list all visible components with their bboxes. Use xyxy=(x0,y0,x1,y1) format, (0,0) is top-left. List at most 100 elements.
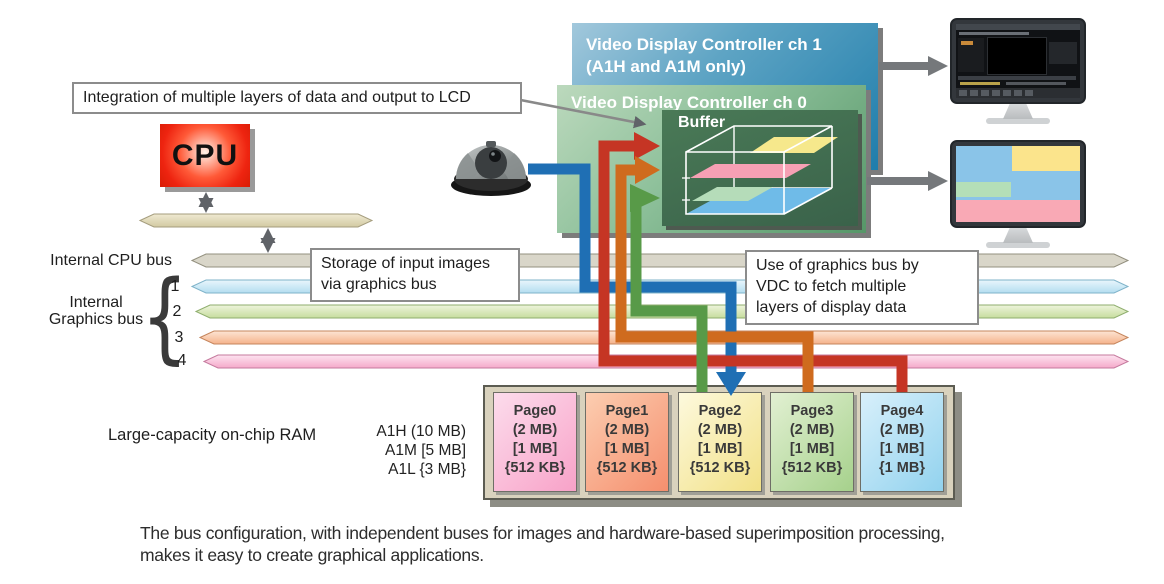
page4-size-a1m: [1 MB] xyxy=(879,441,925,457)
callout-integration-text: Integration of multiple layers of data a… xyxy=(83,89,471,106)
bus-number-4: 4 xyxy=(177,352,187,369)
ram-label: Large-capacity on-chip RAM xyxy=(108,426,317,444)
integration-leader-arrow xyxy=(499,94,647,129)
variant-a1m: A1M [5 MB] xyxy=(385,442,466,459)
page4-size-a1l: {1 MB} xyxy=(879,460,925,476)
monitor1-caption-bar xyxy=(959,32,1029,35)
monitor2-yellow-layer xyxy=(1011,146,1080,172)
buffer-layer-yellow xyxy=(750,137,838,153)
monitor1-screen xyxy=(956,24,1080,98)
monitor2-stand xyxy=(1003,228,1033,243)
buffer-box: Buffer xyxy=(662,110,858,226)
page3-size-a1m: [1 MB] xyxy=(789,441,835,457)
callout-integration: Integration of multiple layers of data a… xyxy=(72,82,522,114)
page3-size-a1h: (2 MB) xyxy=(789,422,835,438)
ram-variant-sizes: A1H (10 MB) A1M [5 MB] A1L {3 MB} xyxy=(330,422,466,479)
camera-store-line xyxy=(528,163,746,396)
page1-size-a1h: (2 MB) xyxy=(604,422,650,438)
monitor2-screen xyxy=(956,146,1080,222)
page0-size-a1m: [1 MB] xyxy=(512,441,558,457)
page1-name: Page1 xyxy=(605,403,649,419)
callout-storage: Storage of input images via graphics bus xyxy=(310,248,520,302)
fetch-page4-line xyxy=(598,132,908,392)
graphics-label-line1: Internal xyxy=(69,294,123,311)
monitor1-left-chip xyxy=(961,41,973,45)
page2-size-a1l: {512 KB} xyxy=(689,460,751,476)
ram-page0: Page0 (2 MB) [1 MB] {512 KB} xyxy=(493,392,577,492)
monitor2-base xyxy=(986,242,1050,248)
page1-size-a1l: {512 KB} xyxy=(596,460,658,476)
vdc-ch1-title-line2: (A1H and A1M only) xyxy=(586,57,746,76)
cube-layer-ticks xyxy=(682,177,690,201)
cpu-local-bus-bar xyxy=(138,213,374,228)
page0-name: Page0 xyxy=(513,403,557,419)
graphics-label-line2: Graphics bus xyxy=(48,311,144,328)
monitor1-right-panel xyxy=(1049,42,1077,64)
callout-storage-line1: Storage of input images xyxy=(321,255,490,272)
monitor1-info-row-b xyxy=(1006,82,1066,85)
fetch-page3-arrowhead xyxy=(635,156,660,184)
cpu-label: CPU xyxy=(171,138,239,172)
vdc-ch1-title-line1: Video Display Controller ch 1 xyxy=(586,35,822,54)
caption-line1: The bus configuration, with independent … xyxy=(140,523,945,543)
variant-a1l: A1L {3 MB} xyxy=(388,461,466,478)
bus-number-2: 2 xyxy=(172,303,182,320)
ram-page3: Page3 (2 MB) [1 MB] {512 KB} xyxy=(770,392,854,492)
fetch-page2-line xyxy=(630,184,708,392)
monitor2-green-layer xyxy=(956,181,1011,197)
camera-dome-panel-left xyxy=(455,153,480,179)
callout-use: Use of graphics bus by VDC to fetch mult… xyxy=(745,250,979,325)
caption-line2: makes it easy to create graphical applic… xyxy=(140,545,484,565)
monitor1-info-row-a xyxy=(960,82,1000,85)
page2-name: Page2 xyxy=(698,403,742,419)
bus-number-3: 3 xyxy=(174,329,184,346)
ram-page2: Page2 (2 MB) [1 MB] {512 KB} xyxy=(678,392,762,492)
monitor1-base xyxy=(986,118,1050,124)
page2-size-a1m: [1 MB] xyxy=(697,441,743,457)
camera-store-arrowhead xyxy=(716,372,746,396)
callout-use-line2: VDC to fetch multiple xyxy=(756,278,907,295)
page3-size-a1l: {512 KB} xyxy=(781,460,843,476)
page3-name: Page3 xyxy=(790,403,834,419)
ram-page4: Page4 (2 MB) [1 MB] {1 MB} xyxy=(860,392,944,492)
monitor1-toolbar xyxy=(956,88,1080,98)
buffer-label: Buffer xyxy=(678,114,726,131)
page0-size-a1h: (2 MB) xyxy=(512,422,558,438)
callout-use-line3: layers of display data xyxy=(756,299,907,316)
camera-icon xyxy=(451,141,531,196)
monitor1-stand xyxy=(1003,104,1033,119)
monitor1-titlebar xyxy=(956,24,1080,30)
on-chip-ram-container: Page0 (2 MB) [1 MB] {512 KB} Page1 (2 MB… xyxy=(483,385,955,500)
page1-size-a1m: [1 MB] xyxy=(604,441,650,457)
internal-cpu-bus-label: Internal CPU bus xyxy=(50,252,172,269)
camera-dome-panel-right xyxy=(502,153,527,179)
vdc-ch1-to-monitor1-arrow xyxy=(879,56,948,76)
monitor2-pink-layer xyxy=(956,199,1080,222)
cube-front-edges xyxy=(685,125,833,215)
buffer-layer-pink xyxy=(690,164,811,178)
internal-graphics-bus-label: Internal Graphics bus xyxy=(36,294,156,328)
bus-number-1: 1 xyxy=(170,278,180,295)
page4-name: Page4 xyxy=(880,403,924,419)
camera-top-knob xyxy=(486,141,496,147)
page2-size-a1h: (2 MB) xyxy=(697,422,743,438)
camera-lens-highlight xyxy=(491,152,495,156)
monitor1-frame xyxy=(950,18,1086,104)
monitor2-frame xyxy=(950,140,1086,228)
vdc-ch0-title: Video Display Controller ch 0 xyxy=(571,93,807,112)
cpu-box: CPU xyxy=(160,124,250,187)
callout-use-line1: Use of graphics bus by xyxy=(756,257,919,274)
monitor1-video-area xyxy=(987,37,1047,75)
page0-size-a1l: {512 KB} xyxy=(504,460,566,476)
monitor1-status-row xyxy=(958,76,1076,80)
ram-page1: Page1 (2 MB) [1 MB] {512 KB} xyxy=(585,392,669,492)
callout-storage-line2: via graphics bus xyxy=(321,276,437,293)
variant-a1h: A1H (10 MB) xyxy=(376,423,466,440)
fetch-page4-arrowhead xyxy=(634,132,660,160)
monitor-layered-output xyxy=(950,140,1086,248)
buffer-layer-green xyxy=(692,187,773,201)
vdc-ch0-to-monitor2-arrow xyxy=(867,171,948,191)
caption: The bus configuration, with independent … xyxy=(140,522,1120,566)
